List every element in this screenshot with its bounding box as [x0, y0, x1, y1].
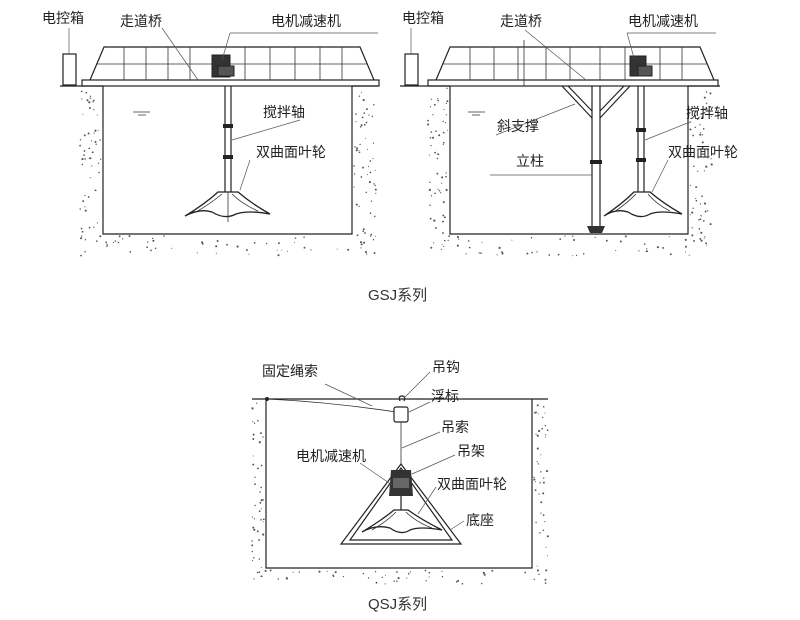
gsj-left-bridge-deck [81, 79, 380, 87]
gsj-right-label-walkway-bridge: 走道桥 [500, 14, 542, 30]
gsj-right-tank [449, 86, 689, 235]
gsj-right-label-diagonal-brace: 斜支撑 [497, 119, 539, 135]
gsj-right-label-column: 立柱 [516, 154, 544, 170]
qsj-label-fixed-rope: 固定绳索 [262, 363, 318, 380]
qsj-diagram: 固定绳索 吊钩 浮标 吊索 电机减速机 吊架 双曲面叶轮 底座 [251, 360, 549, 585]
gsj-left-label-motor-reducer: 电机减速机 [271, 14, 341, 30]
gsj-right-soil [427, 87, 713, 257]
gsj-right-impeller [603, 191, 683, 218]
gsj-left-railing [89, 46, 375, 81]
gsj-left-diagram: 电控箱 走道桥 电机减速机 搅拌轴 双曲面叶轮 [42, 11, 380, 257]
qsj-caption: QSJ系列 [368, 596, 427, 613]
gsj-right-shaft [636, 86, 646, 196]
qsj-hook [398, 395, 406, 402]
qsj-soil [251, 402, 549, 585]
gsj-right-label-impeller: 双曲面叶轮 [668, 145, 738, 161]
gsj-left-label-mixer-shaft: 搅拌轴 [263, 105, 305, 121]
gsj-right-motor [629, 55, 653, 77]
gsj-left-impeller [184, 191, 271, 218]
gsj-left-label-walkway-bridge: 走道桥 [120, 14, 162, 30]
gsj-right-column [587, 86, 605, 233]
gsj-left-motor [211, 54, 235, 78]
gsj-left-control-box [62, 53, 77, 86]
gsj-right-control-box [404, 53, 419, 86]
gsj-left-tank [102, 86, 353, 235]
gsj-right-railing [435, 40, 715, 86]
gsj-left-label-control-box: 电控箱 [42, 11, 84, 27]
qsj-float [393, 406, 409, 423]
qsj-label-hanger: 吊架 [457, 444, 485, 460]
qsj-motor [389, 470, 413, 512]
gsj-left-label-impeller: 双曲面叶轮 [256, 145, 326, 161]
gsj-left-shaft [223, 86, 233, 195]
gsj-right-label-control-box: 电控箱 [402, 11, 444, 27]
qsj-impeller [361, 509, 443, 534]
qsj-label-float: 浮标 [431, 389, 459, 405]
gsj-right-diagonal-braces [561, 85, 631, 119]
gsj-right-label-mixer-shaft: 搅拌轴 [686, 106, 728, 122]
gsj-caption: GSJ系列 [368, 287, 427, 304]
qsj-label-motor-reducer: 电机减速机 [296, 449, 366, 465]
qsj-tank [265, 399, 533, 569]
gsj-right-diagram: 电控箱 走道桥 电机减速机 斜支撑 立柱 搅拌轴 双曲面叶轮 [400, 11, 738, 257]
qsj-label-impeller: 双曲面叶轮 [437, 477, 507, 493]
gsj-left-soil [79, 90, 377, 257]
gsj-right-bridge-deck [427, 79, 719, 87]
qsj-hanger [339, 463, 463, 545]
qsj-label-base: 底座 [466, 513, 494, 529]
gsj-right-label-motor-reducer: 电机减速机 [628, 14, 698, 30]
qsj-fixed-rope [266, 398, 397, 413]
qsj-label-hook: 吊钩 [432, 360, 460, 376]
qsj-label-hanging-rope: 吊索 [441, 419, 469, 436]
